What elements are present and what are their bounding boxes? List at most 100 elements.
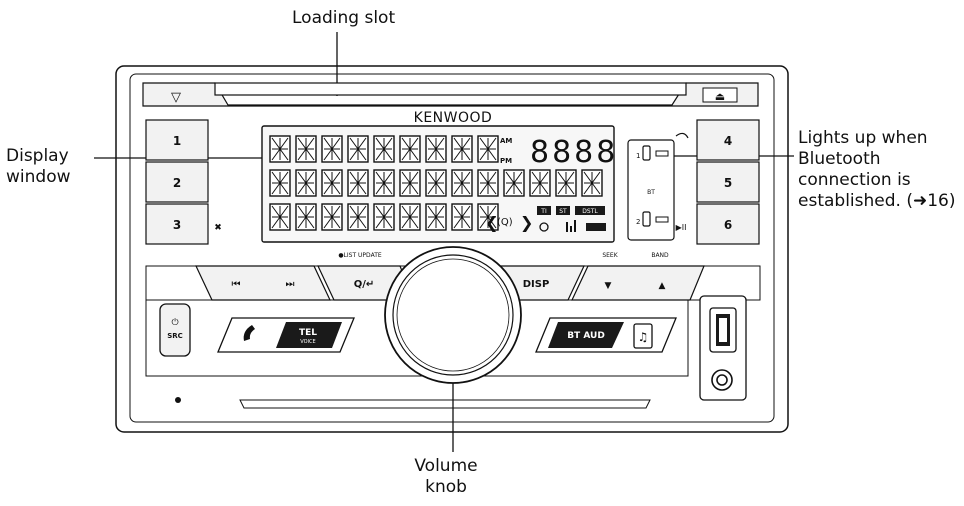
- display-cell-r3-c4: [347, 203, 369, 231]
- volume-knob[interactable]: [384, 246, 522, 384]
- bt-audio-label: BT AUD: [567, 331, 605, 341]
- seek-down-button[interactable]: ▼: [605, 281, 612, 291]
- tel-button[interactable]: [276, 322, 342, 348]
- preset-label-1: 1: [173, 134, 181, 148]
- prev-track-button[interactable]: ⏮: [232, 279, 241, 290]
- volume-knob-cap: [396, 258, 510, 372]
- bluetooth-panel: 1 BT 2: [627, 132, 689, 241]
- preset-button-4[interactable]: [696, 119, 760, 161]
- open-icon[interactable]: ▽: [171, 90, 181, 105]
- battery-icon: [586, 223, 606, 231]
- display-cell-r1-c1: [269, 135, 291, 163]
- signal-icon: [566, 220, 576, 232]
- disp-button[interactable]: DISP: [523, 279, 550, 290]
- st-indicator-box: [556, 206, 570, 215]
- display-cell-r1-c4: [347, 135, 369, 163]
- eject-icon: ⏏: [715, 90, 725, 103]
- device-body: [115, 65, 789, 433]
- bluetooth-light-label-line4: established. (➜16): [798, 191, 956, 211]
- src-label: SRC: [167, 332, 183, 340]
- display-window-label-line2: window: [6, 167, 71, 187]
- music-button[interactable]: [633, 323, 653, 349]
- display-cell-r1-c9: [477, 135, 499, 163]
- display-cell-r2-c8: [451, 169, 473, 197]
- phone2-icon: [642, 211, 651, 227]
- bluetooth-light-label: Lights up when Bluetooth connection is e…: [798, 128, 955, 212]
- reset-hole[interactable]: [175, 397, 181, 403]
- lower-strip: ⏻ SRC TEL VOICE BT AUD ♫: [145, 299, 689, 409]
- band-label: BAND: [651, 252, 669, 259]
- bt-audio-button[interactable]: [548, 322, 624, 348]
- volume-knob-label: Volume knob: [398, 456, 494, 498]
- right-presets: 4 5 6 ▶II: [676, 119, 760, 245]
- dstl-indicator-box: [575, 206, 605, 215]
- st-indicator: ST: [559, 208, 567, 215]
- phone-icon: [243, 325, 255, 341]
- call-return-icon: [675, 132, 689, 139]
- pm-indicator: PM: [500, 157, 512, 165]
- usb-aux-panel: [699, 295, 747, 401]
- display-cell-r2-c10: [503, 169, 525, 197]
- tel-label: TEL: [299, 328, 317, 338]
- phone1-icon: [642, 145, 651, 161]
- shuffle-icon: ✖: [214, 223, 222, 233]
- display-window-label-line1: Display: [6, 146, 69, 166]
- preset-label-5: 5: [724, 176, 732, 190]
- clock-icon: [539, 222, 549, 232]
- display-cell-r2-c6: [399, 169, 421, 197]
- loading-slot-label: Loading slot: [292, 8, 396, 28]
- display-cell-r2-c13: [581, 169, 603, 197]
- bluetooth-light-label-line2: Bluetooth: [798, 149, 881, 169]
- bt-label: BT: [647, 189, 655, 196]
- next-track-button[interactable]: ⏭: [286, 279, 295, 290]
- list-update-label: ●LIST UPDATE: [338, 252, 382, 259]
- preset-label-2: 2: [173, 176, 181, 190]
- display-cell-r3-c9: [477, 203, 499, 231]
- usb-port-tongue: [719, 318, 727, 342]
- preset-label-4: 4: [724, 134, 732, 148]
- power-icon: ⏻: [171, 317, 178, 328]
- outer-frame: [115, 65, 789, 433]
- preset-label-3: 3: [173, 218, 181, 232]
- preset-button-3[interactable]: [145, 203, 209, 245]
- seek-label: SEEK: [602, 252, 618, 259]
- display-cell-r1-c3: [321, 135, 343, 163]
- voice-label: VOICE: [300, 339, 315, 345]
- bluetooth-light-label-line3: connection is: [798, 170, 911, 190]
- display-cell-r3-c6: [399, 203, 421, 231]
- left-arrow-icon: ❮: [485, 213, 498, 232]
- ti-indicator: TI: [540, 208, 547, 215]
- search-back-button[interactable]: Q/↵: [354, 279, 375, 290]
- prev-next-panel: [195, 265, 331, 301]
- display-cell-r2-c12: [555, 169, 577, 197]
- preset-button-2[interactable]: [145, 161, 209, 203]
- display-cell-r3-c1: [269, 203, 291, 231]
- volume-knob-label-line2: knob: [425, 477, 467, 497]
- bluetooth-panel-frame: [627, 139, 675, 241]
- phone1-light: [655, 150, 669, 157]
- display-cell-r1-c5: [373, 135, 395, 163]
- preset-button-5[interactable]: [696, 161, 760, 203]
- phone2-light: [655, 216, 669, 223]
- display-cell-r2-c3: [321, 169, 343, 197]
- display-cell-r3-c7: [425, 203, 447, 231]
- src-button[interactable]: [159, 303, 191, 357]
- bottom-groove: [239, 399, 651, 409]
- preset-label-6: 6: [724, 218, 732, 232]
- display-cell-r3-c8: [451, 203, 473, 231]
- music-icon: ♫: [638, 330, 649, 344]
- band-up-button[interactable]: ▲: [659, 281, 666, 291]
- display-cell-r2-c4: [347, 169, 369, 197]
- preset-button-1[interactable]: [145, 119, 209, 161]
- phone2-label: 2: [636, 218, 640, 226]
- display-cell-r2-c7: [425, 169, 447, 197]
- display-window: AM PM 8888 ❮ (Q) ❯ TI ST DSTL: [261, 125, 615, 243]
- display-segments: [269, 135, 603, 231]
- preset-button-6[interactable]: [696, 203, 760, 245]
- bluetooth-light-label-line1: Lights up when: [798, 128, 928, 148]
- eject-button[interactable]: [702, 87, 738, 103]
- display-cell-r1-c6: [399, 135, 421, 163]
- display-cell-r1-c7: [425, 135, 447, 163]
- display-cell-r2-c2: [295, 169, 317, 197]
